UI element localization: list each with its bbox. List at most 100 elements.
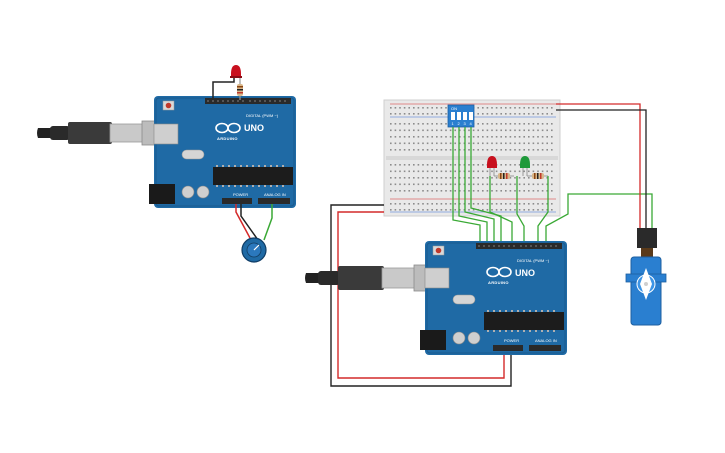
breadboard-hole <box>399 149 401 151</box>
resistor-breadboard-1[interactable] <box>494 173 514 179</box>
dip-pos-4: 4 <box>470 121 473 126</box>
breadboard-hole <box>390 209 392 211</box>
dip-switch-toggle-3[interactable] <box>463 112 467 120</box>
breadboard-hole <box>413 113 415 115</box>
wire-led-left-anode <box>212 78 235 98</box>
breadboard-hole <box>408 149 410 151</box>
breadboard-hole <box>436 142 438 145</box>
breadboard-hole <box>459 149 461 151</box>
breadboard-hole <box>472 164 475 166</box>
breadboard-hole <box>537 113 539 115</box>
breadboard-hole <box>408 209 410 211</box>
usb-cable-right[interactable] <box>305 264 429 292</box>
breadboard-hole <box>523 142 525 145</box>
breadboard-hole <box>537 170 539 173</box>
breadboard-hole <box>417 149 420 151</box>
resistor-breadboard-2[interactable] <box>527 173 548 179</box>
breadboard-hole <box>523 149 525 151</box>
breadboard-hole <box>449 149 452 151</box>
arduino-logo-right: ARDUINO <box>486 266 512 285</box>
breadboard-hole <box>440 164 443 166</box>
breadboard-hole <box>505 142 507 145</box>
dip-switch-toggle-4[interactable] <box>469 112 473 120</box>
chip-pins-left <box>216 165 284 187</box>
led-left-red[interactable] <box>230 65 242 78</box>
reset-button-cap <box>435 247 442 254</box>
breadboard-hole <box>408 170 410 173</box>
led-icon <box>231 65 241 77</box>
led-breadboard-red[interactable] <box>487 156 497 176</box>
breadboard-hole <box>390 183 392 186</box>
potentiometer[interactable] <box>241 237 267 263</box>
breadboard-hole <box>482 209 484 211</box>
power-label-left: POWER <box>233 192 248 197</box>
breadboard-hole <box>413 190 415 192</box>
breadboard-hole <box>541 203 544 205</box>
breadboard-hole <box>408 113 410 115</box>
breadboard-hole <box>477 142 479 145</box>
breadboard-hole <box>445 209 447 211</box>
breadboard-hole <box>394 149 397 151</box>
dip-pos-3: 3 <box>464 121 467 126</box>
breadboard-hole <box>509 149 512 151</box>
digital-header-left <box>205 98 291 104</box>
breadboard-hole <box>541 123 544 125</box>
dip-switch[interactable]: ON 1 2 3 4 <box>447 104 475 128</box>
breadboard-hole <box>514 113 516 115</box>
breadboard-hole <box>403 177 406 179</box>
breadboard-hole <box>431 149 433 151</box>
arduino-uno-right[interactable]: DIGITAL (PWM ~) ARDUINO UNO POWER ANALOG… <box>420 241 567 355</box>
breadboard-hole <box>477 149 479 151</box>
breadboard-hole <box>468 203 470 205</box>
breadboard-hole <box>528 177 530 179</box>
breadboard-hole <box>532 113 535 115</box>
breadboard-hole <box>403 164 406 166</box>
breadboard-hole <box>399 203 401 205</box>
breadboard-hole <box>390 113 392 115</box>
led-breadboard-green[interactable] <box>520 156 530 176</box>
breadboard-hole <box>537 203 539 205</box>
breadboard-hole <box>528 203 530 205</box>
breadboard-hole <box>468 164 470 166</box>
breadboard-hole <box>477 123 479 125</box>
breadboard-hole <box>445 123 447 125</box>
breadboard-hole <box>403 107 406 109</box>
breadboard-hole <box>551 209 553 211</box>
breadboard-hole <box>551 177 553 179</box>
breadboard-hole <box>486 142 489 145</box>
breadboard-hole <box>459 136 461 138</box>
breadboard-hole <box>482 136 484 138</box>
resistor-left[interactable] <box>237 78 243 100</box>
breadboard-hole <box>468 190 470 192</box>
breadboard-hole <box>477 164 479 166</box>
breadboard-hole <box>417 129 420 132</box>
usb-cable-left[interactable] <box>37 120 157 146</box>
breadboard-hole <box>390 129 392 132</box>
breadboard-hole <box>403 113 406 115</box>
breadboard-hole <box>422 177 424 179</box>
wire-dip-4 <box>470 127 502 244</box>
breadboard-hole <box>445 113 447 115</box>
breadboard-hole <box>390 170 392 173</box>
breadboard-hole <box>394 177 397 179</box>
wire-power-black <box>330 204 512 387</box>
breadboard-hole <box>491 107 493 109</box>
breadboard-hole <box>509 164 512 166</box>
dip-switch-toggle-2[interactable] <box>457 112 461 120</box>
breadboard-hole <box>408 123 410 125</box>
breadboard-hole <box>408 203 410 205</box>
capacitor-left-2 <box>196 185 210 199</box>
breadboard-hole <box>505 183 507 186</box>
dip-switch-toggle-1[interactable] <box>451 112 455 120</box>
breadboard-hole <box>413 177 415 179</box>
breadboard-hole <box>477 177 479 179</box>
breadboard-hole <box>436 183 438 186</box>
breadboard-hole <box>537 164 539 166</box>
breadboard-hole <box>454 129 456 132</box>
servo-motor[interactable] <box>625 228 667 326</box>
breadboard-hole <box>468 136 470 138</box>
breadboard-hole <box>486 209 489 211</box>
breadboard-hole <box>514 129 516 132</box>
arduino-uno-left[interactable]: DIGITAL (PWM ~) ARDUINO UNO POWER ANALOG <box>149 96 296 208</box>
servo-horn-center <box>644 282 648 286</box>
